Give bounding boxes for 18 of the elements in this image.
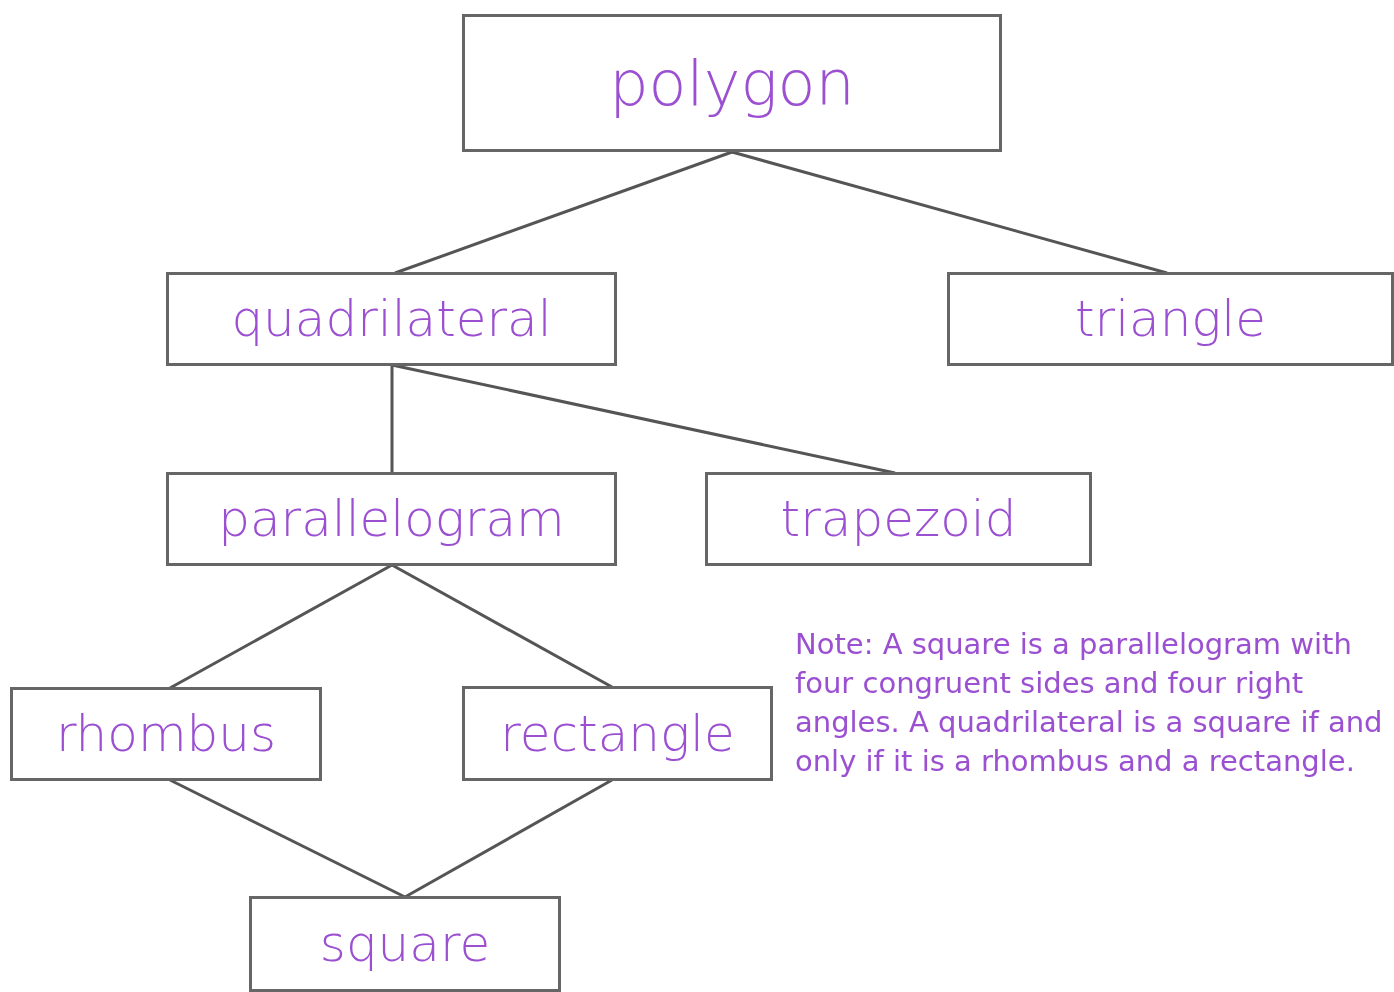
category-box (947, 272, 1394, 366)
shape-name: rectangle (500, 704, 735, 763)
connector-line (390, 365, 394, 473)
note-text: Note: A square is a parallelogram with four congruent sides and four right angles. A quadrilateral is a square if and only if it is a rhombus and a rectangle. (795, 626, 1384, 781)
shape-name: quadrilateral (231, 290, 552, 348)
shape-name: polygon (609, 46, 855, 120)
category-box (166, 272, 617, 366)
category-box (166, 472, 617, 566)
shape-name: square (319, 915, 491, 973)
category-box (249, 896, 561, 992)
shape-name: rhombus (55, 705, 277, 763)
category-box (462, 686, 773, 781)
category-box (462, 14, 1002, 152)
shape-name: trapezoid (780, 490, 1017, 548)
category-box (10, 687, 322, 781)
category-box (705, 472, 1092, 566)
shape-name: parallelogram (218, 490, 565, 548)
shape-name: triangle (1074, 290, 1266, 348)
